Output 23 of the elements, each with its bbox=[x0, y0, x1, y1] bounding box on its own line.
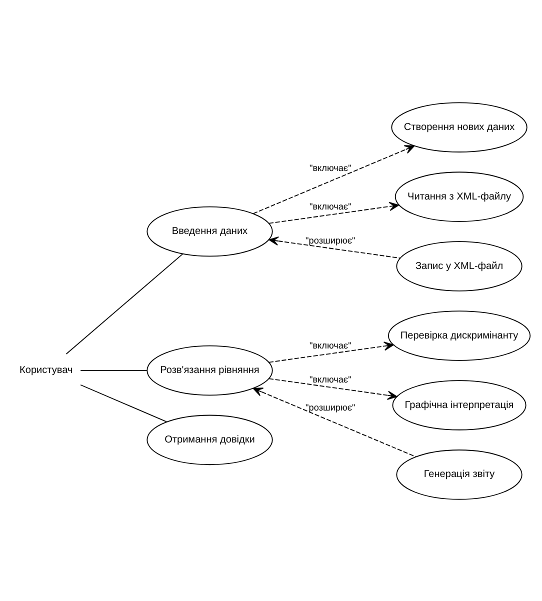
arrow bbox=[268, 201, 400, 224]
arrow bbox=[268, 378, 398, 400]
node-ellipse: Перевірка дискримінанту bbox=[388, 310, 531, 360]
node-ellipse: Створення нових даних bbox=[391, 102, 528, 152]
edge-label: "розширює" bbox=[306, 234, 356, 245]
edge-label: "включає" bbox=[309, 340, 352, 350]
edge-label: "включає" bbox=[309, 201, 352, 212]
node-ellipse: Введення даних bbox=[146, 206, 273, 256]
node-ellipse: Запис у XML-файл bbox=[396, 240, 522, 291]
edge-label: "включає" bbox=[309, 374, 352, 384]
node-ellipse: Генерація звіту bbox=[396, 449, 522, 500]
arrow bbox=[268, 236, 400, 258]
connector bbox=[80, 384, 168, 422]
node-ellipse: Читання з XML-файлу bbox=[394, 171, 524, 222]
node-ellipse: Отримання довідки bbox=[146, 414, 273, 465]
connector bbox=[66, 253, 184, 354]
arrow bbox=[252, 387, 416, 457]
arrow bbox=[268, 341, 394, 362]
node-ellipse: Графічна інтерпретація bbox=[392, 380, 526, 430]
edge-label: "розширює" bbox=[306, 402, 356, 412]
edge-label: "включає" bbox=[309, 162, 352, 173]
node-text: Користувач bbox=[20, 364, 73, 376]
arrow bbox=[252, 144, 415, 214]
